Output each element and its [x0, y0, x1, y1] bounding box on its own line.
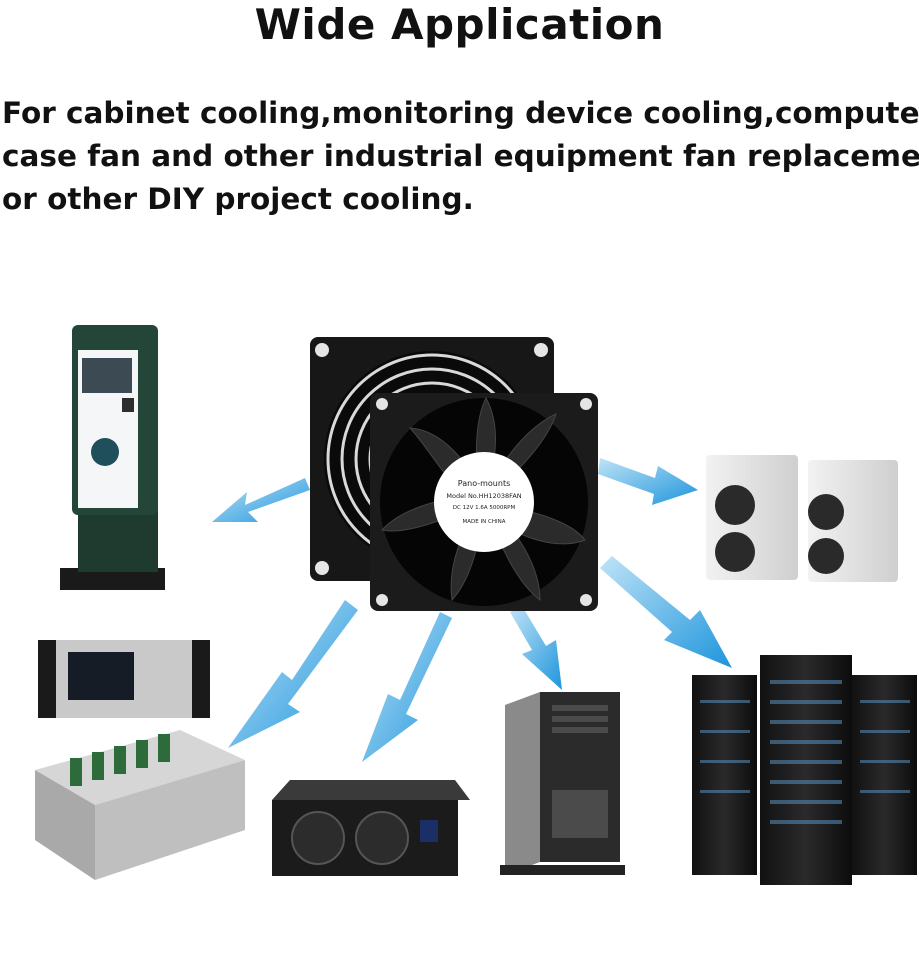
crypto-miner-image	[38, 640, 210, 718]
page-title: Wide Application	[254, 0, 665, 49]
arrow-down-center	[362, 612, 452, 762]
arrow-down-right	[510, 606, 562, 690]
fan-rating-label: DC 12V 1.6A 5000RPM	[453, 505, 516, 511]
power-amplifier-image	[272, 780, 470, 876]
crypto-miner-pair-image	[706, 455, 898, 582]
tower-server-image	[500, 692, 625, 875]
application-illustration: Pano-mounts Model No.HH12038FAN DC 12V 1…	[35, 325, 917, 885]
arrow-right-up	[598, 458, 698, 505]
kiosk-terminal-image	[60, 325, 165, 590]
fan-brand-label: Pano-mounts	[458, 479, 511, 488]
arrow-down-left	[228, 600, 358, 748]
fan-origin-label: MADE IN CHINA	[463, 519, 506, 525]
server-racks-image	[692, 655, 917, 885]
arrow-far-right	[600, 556, 732, 668]
fan-model-label: Model No.HH12038FAN	[446, 492, 521, 500]
description-line: case fan and other industrial equipment …	[2, 139, 919, 173]
description: For cabinet cooling,monitoring device co…	[2, 92, 919, 221]
mining-rig-image	[35, 730, 245, 880]
description-line: or other DIY project cooling.	[2, 182, 474, 216]
fan-front: Pano-mounts Model No.HH12038FAN DC 12V 1…	[370, 393, 598, 611]
arrow-left	[212, 478, 310, 522]
description-line: For cabinet cooling,monitoring device co…	[2, 96, 919, 130]
